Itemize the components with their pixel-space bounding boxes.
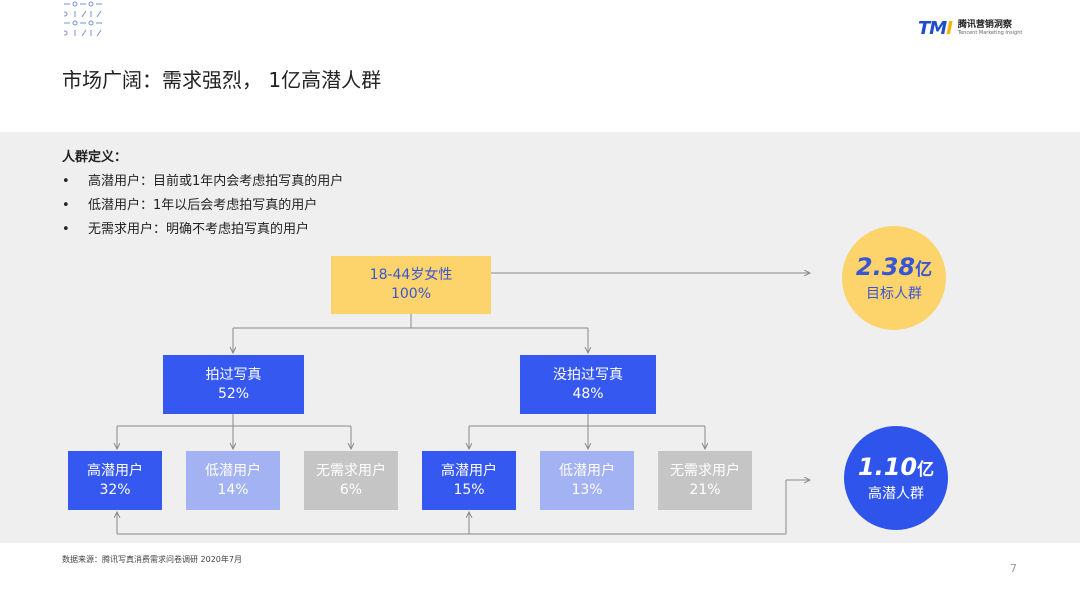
leaf-label: 低潜用户	[205, 462, 261, 479]
leaf-label: 低潜用户	[559, 462, 615, 479]
target-number: 2.38亿	[855, 252, 933, 281]
definition-title: 人群定义：	[62, 150, 128, 165]
branch-label: 拍过写真	[205, 366, 262, 383]
brand-logo: TMI 腾讯营销洞察 Tencent Marketing Insight	[918, 18, 1022, 39]
definition-item-text: 无需求用户：明确不考虑拍写真的用户	[88, 222, 310, 237]
logo-mark: TMI	[918, 18, 953, 39]
leaf-label: 高潜用户	[441, 462, 497, 479]
definition-item-text: 低潜用户：1年以后会考虑拍写真的用户	[88, 198, 318, 213]
leaf-node-none: 无需求用户 6%	[304, 451, 398, 510]
high-number: 1.10亿	[857, 452, 935, 481]
high-potential-circle: 1.10亿 高潜人群	[844, 426, 948, 530]
leaf-label: 无需求用户	[670, 462, 740, 479]
branch-value: 52%	[217, 385, 250, 402]
page-number: 7	[1010, 562, 1017, 575]
definition-item: •无需求用户：明确不考虑拍写真的用户	[62, 222, 310, 237]
leaf-node-none: 无需求用户 21%	[658, 451, 752, 510]
definition-item: •高潜用户：目前或1年内会考虑拍写真的用户	[62, 174, 344, 189]
data-source: 数据来源：腾讯写真消费需求问卷调研 2020年7月	[62, 555, 242, 564]
logo-en: Tencent Marketing Insight	[957, 30, 1023, 36]
leaf-label: 无需求用户	[316, 462, 386, 479]
branch-node-not-shot: 没拍过写真 48%	[520, 355, 656, 414]
root-label: 18-44岁女性	[369, 267, 453, 283]
logo-cn: 腾讯营销洞察	[957, 20, 1012, 30]
leaf-node-low: 低潜用户 13%	[540, 451, 634, 510]
leaf-value: 14%	[217, 481, 249, 498]
leaf-node-high: 高潜用户 32%	[68, 451, 162, 510]
leaf-value: 13%	[571, 481, 603, 498]
decorative-pattern	[64, 1, 102, 37]
branch-node-shot: 拍过写真 52%	[163, 355, 304, 414]
leaf-value: 6%	[339, 481, 363, 498]
target-population-circle: 2.38亿 目标人群	[842, 226, 946, 330]
root-node: 18-44岁女性 100%	[331, 256, 491, 314]
branch-value: 48%	[572, 385, 604, 402]
leaf-value: 32%	[99, 481, 131, 498]
leaf-node-low: 低潜用户 14%	[186, 451, 280, 510]
leaf-node-high: 高潜用户 15%	[422, 451, 516, 510]
logo-text: 腾讯营销洞察 Tencent Marketing Insight	[958, 21, 1022, 36]
leaf-value: 15%	[453, 481, 485, 498]
definition-item: •低潜用户：1年以后会考虑拍写真的用户	[62, 198, 318, 213]
leaf-value: 21%	[689, 481, 721, 498]
page-title: 市场广阔：需求强烈， 1亿高潜人群	[62, 68, 382, 92]
root-value: 100%	[390, 286, 432, 302]
branch-label: 没拍过写真	[553, 366, 623, 383]
definition-item-text: 高潜用户：目前或1年内会考虑拍写真的用户	[88, 174, 344, 189]
leaf-label: 高潜用户	[87, 462, 143, 479]
target-label: 目标人群	[866, 285, 922, 302]
high-label: 高潜人群	[868, 485, 924, 502]
